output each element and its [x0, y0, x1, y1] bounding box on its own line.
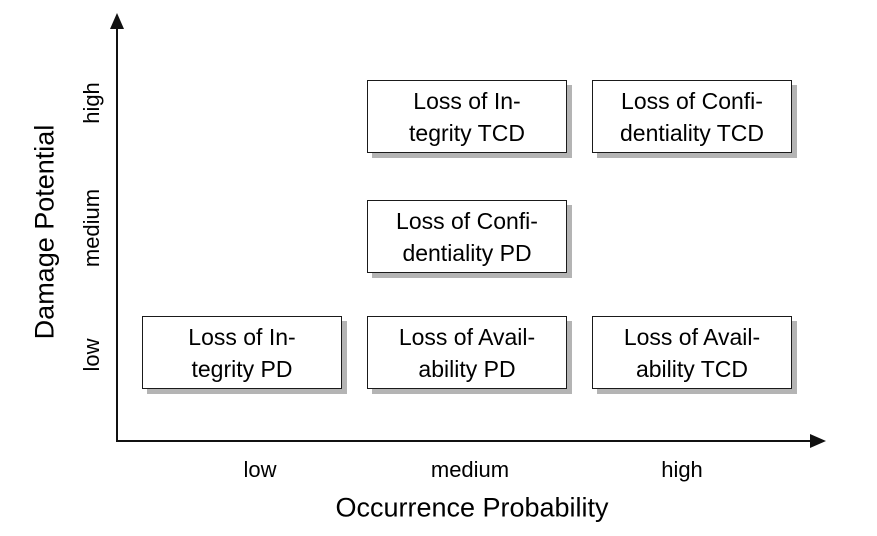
- y-axis-title: Damage Potential: [29, 124, 60, 340]
- node-text-line: dentiality TCD: [619, 119, 765, 146]
- x-axis-title: Occurrence Probability: [335, 492, 609, 523]
- node-text-line: tegrity PD: [191, 355, 293, 382]
- node-text-line: Loss of Avail-: [623, 323, 761, 350]
- x-axis-arrowhead-icon: [810, 434, 826, 448]
- x-tick-low: low: [243, 457, 277, 482]
- node-loss-of-integrity-pd: Loss of In- tegrity PD: [142, 316, 342, 389]
- node-text-line: ability TCD: [635, 355, 749, 382]
- node-loss-of-confidentiality-tcd: Loss of Confi- dentiality TCD: [592, 80, 792, 153]
- node-loss-of-availability-tcd: Loss of Avail- ability TCD: [592, 316, 792, 389]
- y-tick-low: low: [79, 338, 104, 372]
- node-text-line: dentiality PD: [402, 239, 532, 266]
- y-axis-arrowhead-icon: [110, 13, 124, 29]
- node-text-line: Loss of Confi-: [396, 207, 538, 234]
- y-tick-high: high: [79, 82, 104, 124]
- y-axis-line: [116, 22, 118, 442]
- node-loss-of-integrity-tcd: Loss of In- tegrity TCD: [367, 80, 567, 153]
- node-text-line: tegrity TCD: [409, 119, 525, 146]
- node-text-line: Loss of In-: [413, 87, 521, 114]
- node-text-line: ability PD: [418, 355, 516, 382]
- x-axis-line: [116, 440, 814, 442]
- node-text-line: Loss of Avail-: [398, 323, 536, 350]
- y-tick-medium: medium: [79, 188, 104, 268]
- x-tick-high: high: [661, 457, 703, 482]
- node-text-line: Loss of In-: [188, 323, 296, 350]
- node-loss-of-availability-pd: Loss of Avail- ability PD: [367, 316, 567, 389]
- x-tick-medium: medium: [430, 457, 510, 482]
- node-loss-of-confidentiality-pd: Loss of Confi- dentiality PD: [367, 200, 567, 273]
- node-text-line: Loss of Confi-: [621, 87, 763, 114]
